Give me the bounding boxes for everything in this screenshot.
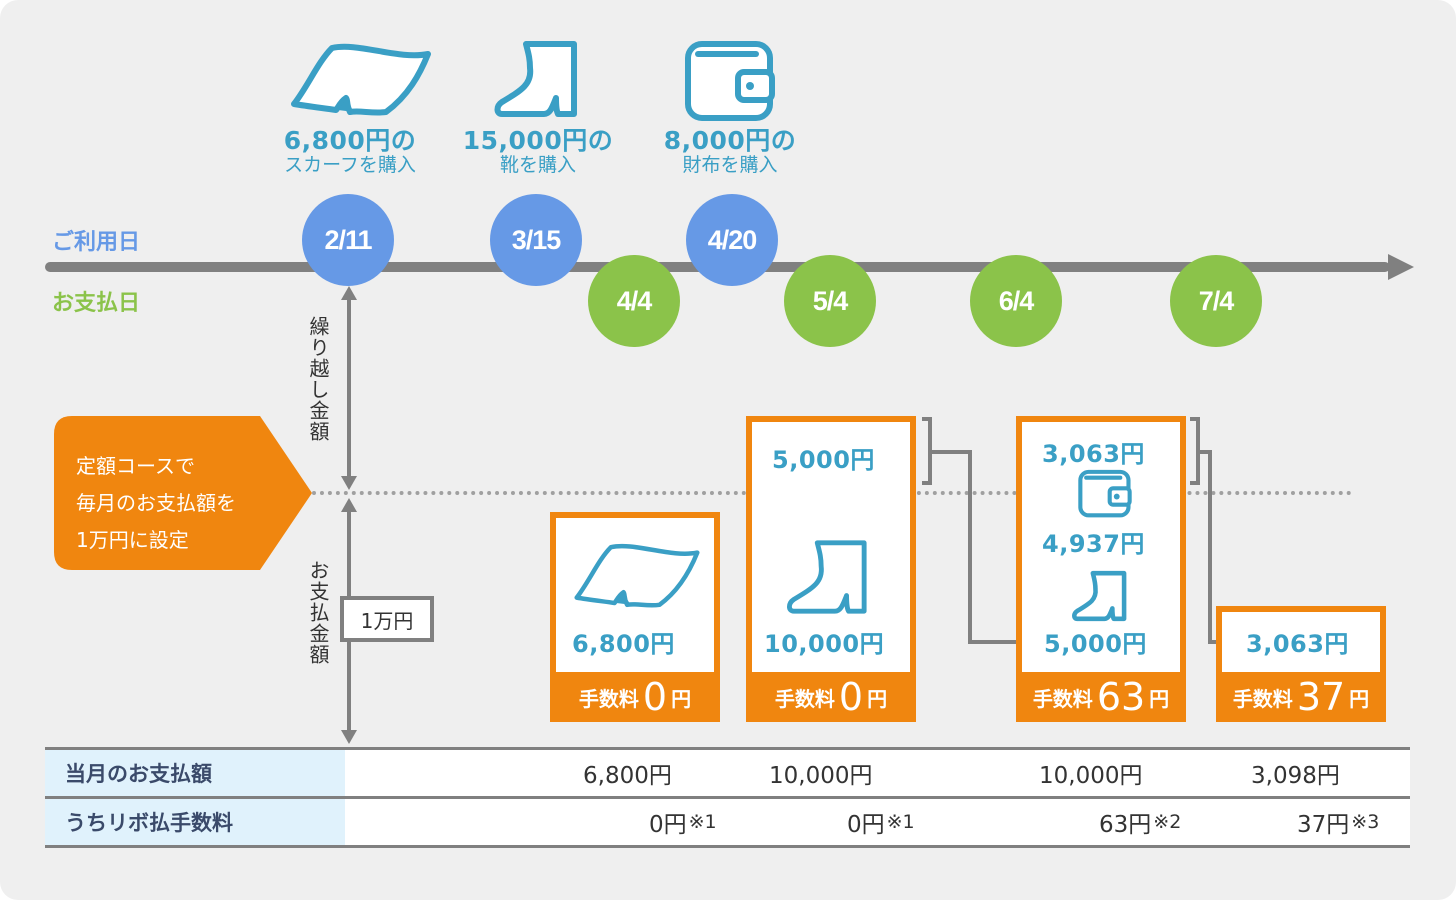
payment-date-circle: 5/4 xyxy=(784,255,876,347)
amount-axis xyxy=(341,286,357,744)
footnote-mark: ※1 xyxy=(886,811,915,833)
footnote-mark: ※2 xyxy=(1153,811,1182,833)
cell-value: 3,098円 xyxy=(1251,763,1340,789)
fee-unit: 円 xyxy=(867,686,888,711)
callout-line: 1万円に設定 xyxy=(76,528,189,552)
cell-value: 37円 xyxy=(1297,812,1350,838)
box-amount: 4,937円 xyxy=(1042,530,1145,558)
fee-label: 手数料 xyxy=(578,686,639,711)
table-cell: 10,000円 xyxy=(1039,750,1142,796)
footnote-mark: ※1 xyxy=(688,811,717,833)
wallet-icon xyxy=(1078,469,1132,518)
table-row: うちリボ払手数料 0円※1 0円※1 63円※2 37円※3 xyxy=(45,799,1410,848)
payment-date-label: お支払日 xyxy=(52,291,141,316)
cell-value: 63円 xyxy=(1099,812,1152,838)
fee-unit: 円 xyxy=(671,686,692,711)
connector-line xyxy=(1208,450,1212,644)
connector-line xyxy=(968,450,972,644)
fee-value: 63 xyxy=(1096,675,1146,719)
boot-icon xyxy=(1072,570,1127,622)
cell-value: 0円 xyxy=(649,812,687,838)
callout-text: 定額コースで 毎月のお支払額を 1万円に設定 xyxy=(76,448,236,559)
table-cell: 37円※3 xyxy=(1297,799,1379,845)
fee-label: 手数料 xyxy=(1232,686,1293,711)
fee-value: 0 xyxy=(642,675,668,719)
box-amount: 10,000円 xyxy=(764,630,885,658)
payment-date-circle: 4/4 xyxy=(588,255,680,347)
fee-bar: 手数料 63 円 xyxy=(1016,672,1186,722)
payment-axis-label: お支払金額 xyxy=(306,560,330,665)
payment-box-jun: 手数料 63 円 xyxy=(1016,416,1186,722)
usage-date-circle: 2/11 xyxy=(302,194,394,286)
fee-value: 37 xyxy=(1296,675,1346,719)
connector-line xyxy=(930,450,970,454)
carryover-amount: 5,000円 xyxy=(772,446,875,474)
table-cell: 6,800円 xyxy=(583,750,672,796)
purchase-amount: 6,800円の xyxy=(283,126,417,155)
box-amount: 6,800円 xyxy=(572,630,675,658)
summary-table: 当月のお支払額 6,800円 10,000円 10,000円 3,098円 うち… xyxy=(45,747,1410,848)
purchase-label: 6,800円の スカーフを購入 xyxy=(262,126,438,177)
table-cell: 0円※1 xyxy=(847,799,915,845)
box-amount: 5,000円 xyxy=(1044,630,1147,658)
usage-date-circle: 4/20 xyxy=(686,194,778,286)
purchase-description: スカーフを購入 xyxy=(284,154,416,177)
fee-bar: 手数料 0 円 xyxy=(746,672,916,722)
callout-line: 毎月のお支払額を xyxy=(76,491,236,515)
cell-value: 10,000円 xyxy=(1039,763,1143,789)
fee-bar: 手数料 37 円 xyxy=(1216,672,1386,722)
usage-date-label: ご利用日 xyxy=(52,230,141,255)
callout-line: 定額コースで xyxy=(76,454,195,478)
purchase-label: 8,000円の 財布を購入 xyxy=(642,126,818,177)
fee-label: 手数料 xyxy=(1032,686,1093,711)
table-cell: 63円※2 xyxy=(1099,799,1181,845)
row-header: 当月のお支払額 xyxy=(45,750,345,796)
fee-unit: 円 xyxy=(1349,686,1370,711)
boot-icon xyxy=(494,41,577,117)
connector-line xyxy=(968,640,1030,644)
payment-date-circle: 6/4 xyxy=(970,255,1062,347)
footnote-mark: ※3 xyxy=(1351,811,1380,833)
table-cell: 3,098円 xyxy=(1251,750,1340,796)
row-header: うちリボ払手数料 xyxy=(45,799,345,845)
limit-label: 1万円 xyxy=(340,596,434,642)
fee-label: 手数料 xyxy=(774,686,835,711)
box-amount: 3,063円 xyxy=(1246,630,1349,658)
carryover-axis-label: 繰り越し金額 xyxy=(306,316,330,442)
table-cell: 10,000円 xyxy=(769,750,872,796)
purchase-amount: 8,000円の xyxy=(663,126,797,155)
table-row: 当月のお支払額 6,800円 10,000円 10,000円 3,098円 xyxy=(45,747,1410,799)
cell-value: 10,000円 xyxy=(769,763,873,789)
callout-shape xyxy=(54,416,312,570)
purchase-description: 靴を購入 xyxy=(499,154,576,177)
timeline-arrow-icon xyxy=(1388,254,1414,280)
fee-unit: 円 xyxy=(1149,686,1170,711)
fee-value: 0 xyxy=(838,675,864,719)
usage-date-circle: 3/15 xyxy=(490,194,582,286)
scarf-icon xyxy=(291,43,431,116)
scarf-icon xyxy=(574,543,700,608)
cell-value: 6,800円 xyxy=(583,763,672,789)
purchase-amount: 15,000円の xyxy=(462,126,614,155)
cell-value: 0円 xyxy=(847,812,885,838)
carryover-amount: 3,063円 xyxy=(1042,440,1145,468)
table-cell: 0円※1 xyxy=(649,799,717,845)
fee-bar: 手数料 0 円 xyxy=(550,672,720,722)
purchase-description: 財布を購入 xyxy=(682,154,778,177)
purchase-label: 15,000円の 靴を購入 xyxy=(450,126,626,177)
boot-icon xyxy=(787,540,867,614)
payment-date-circle: 7/4 xyxy=(1170,255,1262,347)
payment-box-jul: 手数料 37 円 xyxy=(1216,606,1386,722)
wallet-icon xyxy=(685,41,775,121)
connector-line xyxy=(1198,450,1212,454)
